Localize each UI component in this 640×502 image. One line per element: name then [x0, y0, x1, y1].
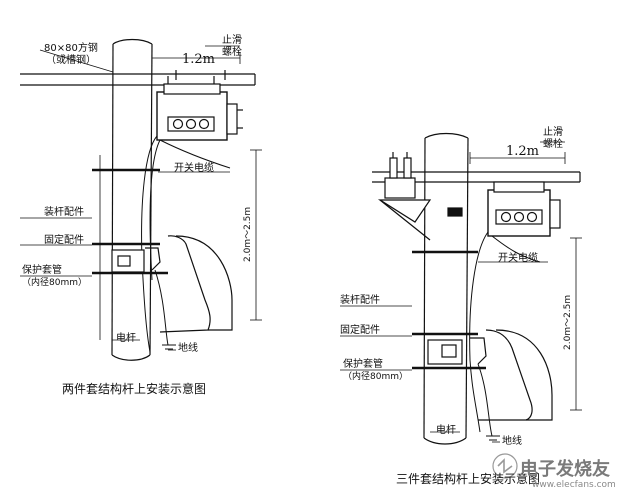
- left-protect-pipe-dim: （内径80mm）: [22, 278, 87, 288]
- left-pole-fitting-label: 装杆配件: [44, 207, 84, 218]
- right-protect-pipe-label: 保护套管: [343, 359, 383, 370]
- right-dim-vertical: [570, 237, 582, 411]
- left-steel-label-2: （或槽钢）: [46, 55, 96, 66]
- right-ground: [477, 363, 500, 441]
- right-dim-vertical-label: 2.0m～2.5m: [563, 294, 573, 350]
- right-switch-cable-label: 开关电缆: [498, 253, 538, 264]
- left-protect-pipe-label: 保护套管: [22, 265, 62, 276]
- left-pole: [111, 38, 153, 361]
- right-pole-fitting-label: 装杆配件: [340, 295, 380, 306]
- left-crossarm: [20, 70, 256, 86]
- right-pole: [423, 132, 469, 445]
- right-dim-horizontal-label: 1.2m: [506, 144, 540, 159]
- right-fix-fitting-label: 固定配件: [340, 325, 380, 336]
- left-protect-guard: [159, 235, 233, 333]
- right-caption: 三件套结构杆上安装示意图: [396, 472, 541, 486]
- right-cables: [469, 231, 541, 433]
- right-pt-unit: [377, 152, 432, 241]
- right-control-box: [427, 337, 487, 365]
- left-dim-vertical-label: 2.0m～2.5m: [243, 206, 253, 262]
- right-ground-label: 地线: [502, 436, 522, 447]
- right-stop-bolt-label-2: 螺栓: [543, 139, 563, 150]
- left-dim-horizontal: [151, 45, 241, 64]
- left-steel-leader: [39, 49, 114, 73]
- right-stop-bolt-label: 止滑: [543, 127, 563, 138]
- right-protect-pipe-dim: （内径80mm）: [343, 372, 408, 382]
- right-leaders: [340, 261, 548, 443]
- watermark-logo: [492, 453, 518, 479]
- left-dim-vertical: [250, 149, 262, 321]
- left-switch-cable-label: 开关电缆: [174, 163, 214, 174]
- left-leaders: [20, 171, 230, 351]
- left-ground-label: 地线: [178, 343, 198, 354]
- right-dim-horizontal: [469, 141, 566, 164]
- left-pole-label: 电杆: [116, 333, 136, 344]
- right-switch-box: [447, 181, 561, 237]
- left-stop-bolt-label-2: 螺栓: [222, 47, 242, 58]
- left-steel-label: 80×80方钢: [44, 43, 98, 54]
- right-protect-guard: [478, 329, 553, 421]
- left-clamps: [92, 168, 168, 275]
- watermark-text: 电子发烧友: [520, 459, 610, 480]
- left-caption: 两件套结构杆上安装示意图: [62, 382, 207, 396]
- left-control-box: [111, 247, 161, 273]
- left-dim-horizontal-label: 1.2m: [182, 52, 216, 67]
- left-fix-fitting-label: 固定配件: [44, 235, 84, 246]
- left-stop-bolt-label: 止滑: [222, 35, 242, 46]
- right-clamps: [412, 250, 486, 370]
- left-diagram: [20, 38, 262, 361]
- right-diagram: [340, 132, 582, 445]
- left-switch-box: [156, 76, 243, 141]
- watermark-url: www.elecfans.com: [532, 480, 616, 490]
- right-pole-label: 电杆: [436, 425, 456, 436]
- left-ground: [154, 269, 176, 350]
